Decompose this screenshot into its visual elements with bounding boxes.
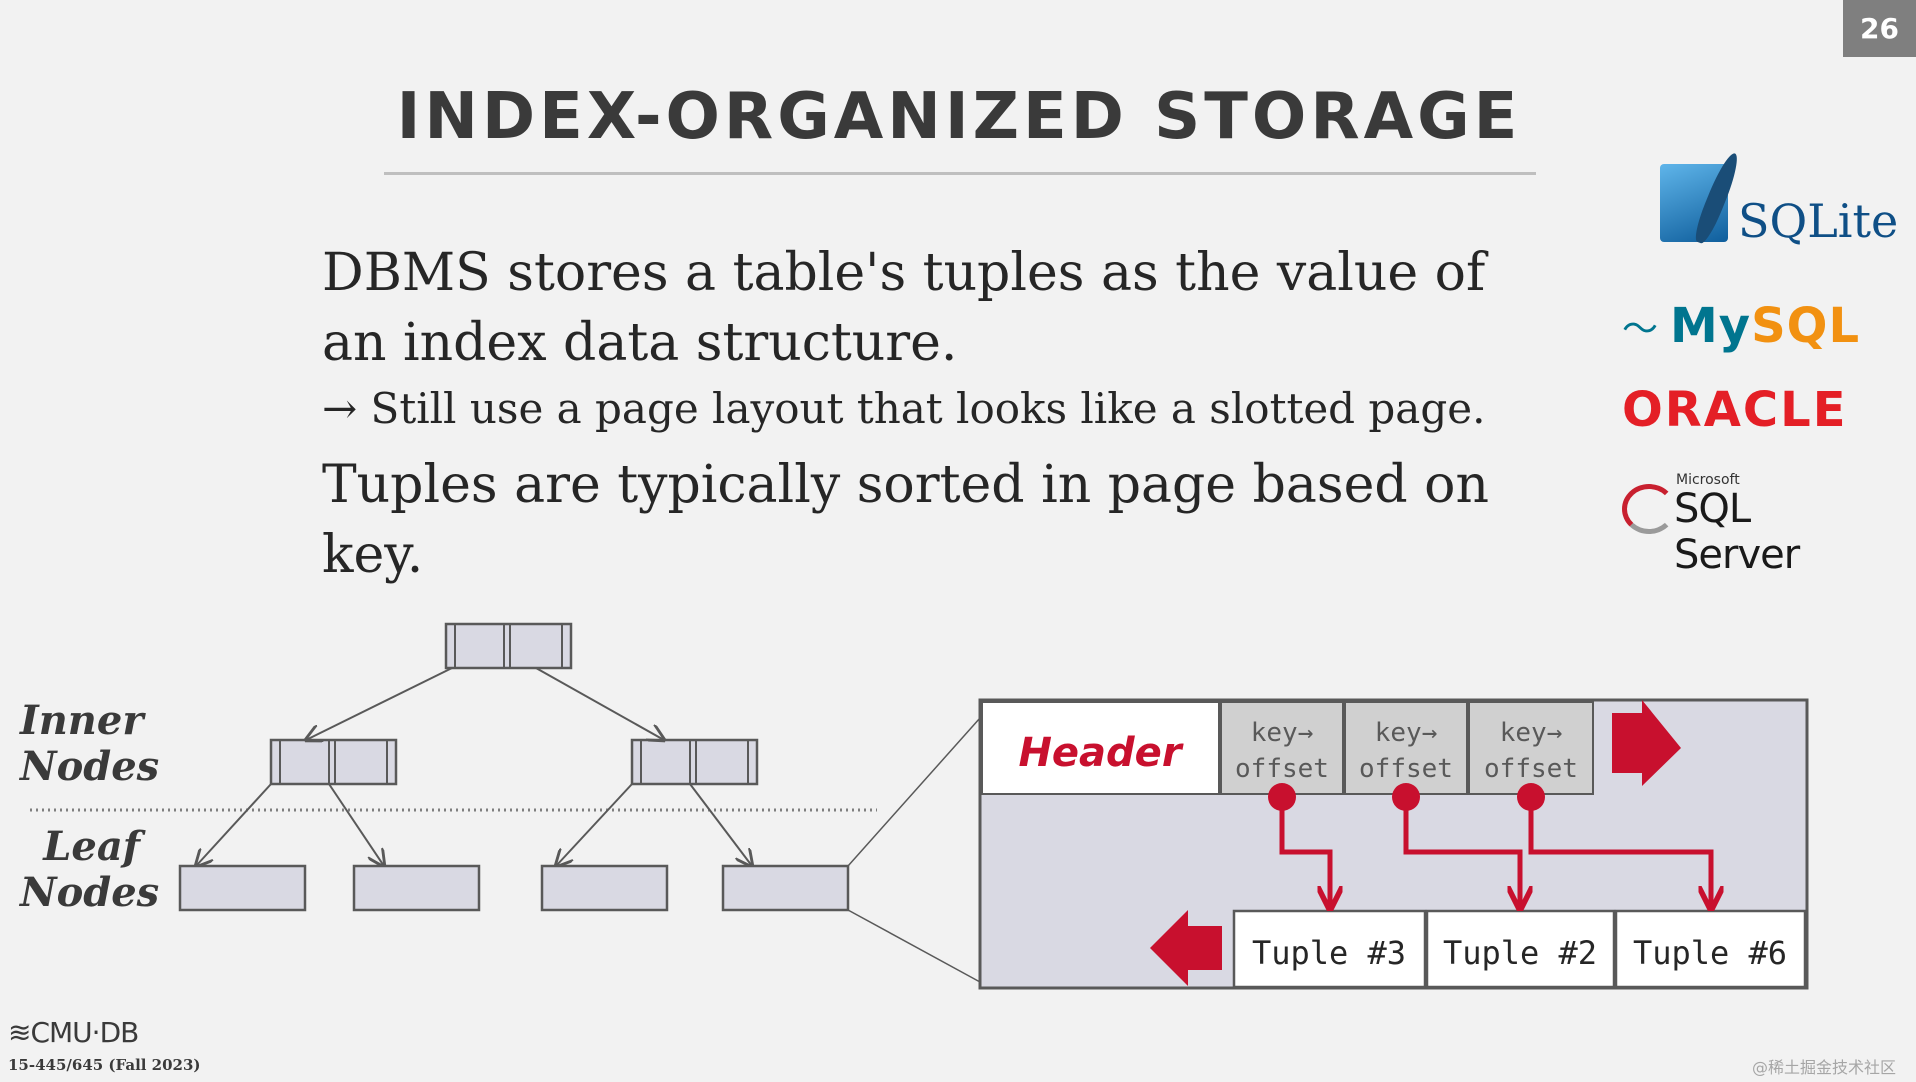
sqlserver-logo-text: SQL Server <box>1674 486 1800 578</box>
sqlserver-logo: Microsoft SQL Server <box>1620 472 1880 578</box>
page-header-cell <box>981 701 1220 795</box>
slot-cell <box>1220 701 1344 795</box>
slot-pointer <box>1403 797 1520 906</box>
cmu-db-logo-text: CMU·DB <box>30 1016 139 1049</box>
sqlserver-brand: Microsoft <box>1676 472 1740 488</box>
slot-pointer-dot <box>1268 783 1296 811</box>
slide-title: INDEX-ORGANIZED STORAGE <box>396 80 1522 154</box>
inner-label-line-2: Nodes <box>20 743 160 790</box>
slot-offset-label: offset <box>1359 754 1453 784</box>
oracle-logo: ORACLE <box>1622 382 1848 438</box>
slot-key-label: key→ <box>1375 718 1438 748</box>
course-label: 15-445/645 (Fall 2023) <box>8 1056 201 1074</box>
database-icon: ≋ <box>8 1016 31 1049</box>
slot-cell <box>1344 701 1468 795</box>
zoom-line-bottom <box>847 909 981 983</box>
slot-key-label: key→ <box>1500 718 1563 748</box>
slotted-page: Header key→ offset key→ offset key→ offs… <box>978 698 1809 990</box>
slot-offset-label: offset <box>1484 754 1578 784</box>
bullet-main-1: DBMS stores a table's tuples as the valu… <box>322 243 1486 373</box>
mysql-logo-text-b: SQL <box>1751 298 1861 354</box>
sqlite-logo-text: SQLite <box>1738 194 1899 248</box>
page-header-label: Header <box>1018 730 1183 776</box>
tuple-label: Tuple #3 <box>1252 934 1406 972</box>
slot-offset-label: offset <box>1235 754 1329 784</box>
slot-pointer <box>1528 797 1711 906</box>
leaf-nodes-label: Leaf Nodes <box>20 823 160 916</box>
tuple-cell <box>1614 909 1807 989</box>
cmu-db-logo: ≋CMU·DB <box>8 1016 139 1049</box>
inner-nodes-label: Inner Nodes <box>20 697 160 790</box>
bullet-main-2: Tuples are typically sorted in page base… <box>322 455 1489 585</box>
tuple-area: Tuple #3 Tuple #2 Tuple #6 <box>1232 909 1807 989</box>
slot-cell <box>1468 701 1594 795</box>
bullet-list: DBMS stores a table's tuples as the valu… <box>322 238 1552 590</box>
tuple-growth-arrow-icon <box>1150 910 1222 986</box>
title-underline <box>384 172 1536 175</box>
sqlite-logo: SQLite <box>1660 150 1898 250</box>
slot-pointer-dot <box>1392 783 1420 811</box>
dolphin-icon: 〜 <box>1622 309 1659 350</box>
slot-pointer <box>1279 797 1330 906</box>
tuple-label: Tuple #2 <box>1443 934 1597 972</box>
zoom-line-top <box>847 717 981 867</box>
slot-array: key→ offset key→ offset key→ offset <box>1220 701 1594 795</box>
mysql-logo-text: MySQL <box>1670 298 1860 354</box>
sqlserver-swirl-icon <box>1622 484 1676 534</box>
slot-pointers <box>1279 797 1711 906</box>
slot-growth-arrow-icon <box>1612 700 1681 786</box>
slide-number: 26 <box>1843 0 1916 57</box>
tree-root-node <box>444 622 573 670</box>
tree-leaf-node <box>721 864 850 912</box>
tuple-cell <box>1232 909 1427 989</box>
tuple-label: Tuple #6 <box>1633 934 1787 972</box>
slot-pointer-dot <box>1517 783 1545 811</box>
watermark: @稀土掘金技术社区 <box>1751 1058 1896 1077</box>
bullet-sub-1: → Still use a page layout that looks lik… <box>322 384 1486 433</box>
tree-leaf-node <box>178 864 307 912</box>
tree-inner-node-left <box>269 738 398 786</box>
mysql-logo: 〜 MySQL <box>1620 298 1880 358</box>
mysql-logo-text-a: My <box>1670 298 1752 354</box>
tree-leaf-node <box>540 864 669 912</box>
tree-inner-node-right <box>630 738 759 786</box>
leaf-label-line-1: Leaf <box>43 823 140 870</box>
index-organized-diagram: Header key→ offset key→ offset key→ offs… <box>30 622 1809 990</box>
inner-label-line-1: Inner <box>20 697 144 744</box>
tree-leaf-node <box>352 864 481 912</box>
tuple-cell <box>1425 909 1616 989</box>
slot-key-label: key→ <box>1251 718 1314 748</box>
leaf-label-line-2: Nodes <box>20 869 160 916</box>
